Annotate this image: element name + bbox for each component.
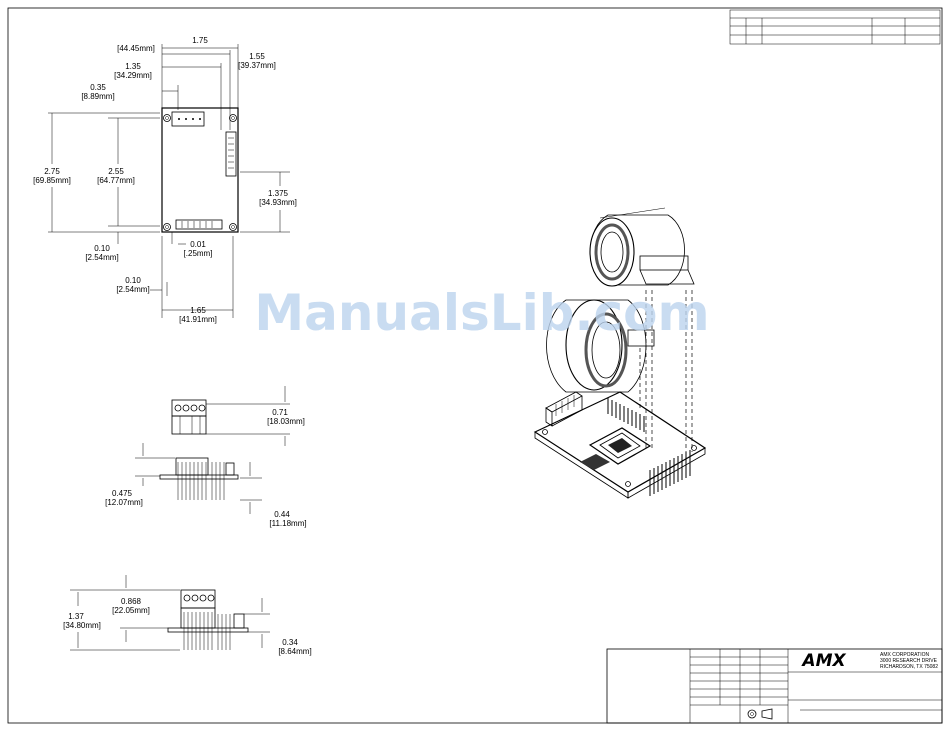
dim-label: 0.475 bbox=[112, 489, 133, 498]
dim-label: [39.37mm] bbox=[238, 61, 276, 70]
ribbon-cable-coil-lower bbox=[546, 299, 655, 393]
dim-label: 1.375 bbox=[268, 189, 289, 198]
pcb-board-isometric bbox=[533, 391, 707, 499]
mounting-hole bbox=[229, 114, 237, 122]
dim-label: 0.44 bbox=[274, 510, 290, 519]
dim-label: 0.868 bbox=[121, 597, 142, 606]
dim-label: 1.75 bbox=[192, 36, 208, 45]
dim-label: 0.10 bbox=[94, 244, 110, 253]
dim-label: [2.54mm] bbox=[116, 285, 149, 294]
terminal-connector bbox=[171, 111, 205, 127]
projection-symbol bbox=[747, 709, 757, 719]
dim-label: [8.64mm] bbox=[278, 647, 311, 656]
dim-label: 1.35 bbox=[125, 62, 141, 71]
dim-label: 2.75 bbox=[44, 167, 60, 176]
revision-block bbox=[729, 9, 941, 45]
mounting-hole bbox=[163, 223, 171, 231]
mounting-hole bbox=[163, 114, 171, 122]
mounting-hole bbox=[229, 223, 237, 231]
pin-header-rear bbox=[607, 398, 645, 432]
ribbon-cable-coil-upper bbox=[589, 207, 695, 287]
header-connector-horizontal bbox=[175, 219, 223, 230]
dim-label: 1.65 bbox=[190, 306, 206, 315]
side-view-1 bbox=[135, 386, 290, 514]
dim-label: [11.18mm] bbox=[269, 519, 306, 528]
dim-label: [12.07mm] bbox=[105, 498, 143, 507]
dim-label: 1.55 bbox=[249, 52, 265, 61]
dim-label: 0.10 bbox=[125, 276, 141, 285]
isometric-assembly bbox=[533, 207, 707, 499]
dim-label: [34.80mm] bbox=[63, 621, 101, 630]
dim-label: [8.89mm] bbox=[81, 92, 114, 101]
ic-component bbox=[580, 454, 610, 470]
dim-label: [34.93mm] bbox=[259, 198, 297, 207]
dim-label: [64.77mm] bbox=[97, 176, 135, 185]
sheet-border bbox=[7, 7, 943, 724]
dim-label: [2.54mm] bbox=[85, 253, 118, 262]
dim-label: 1.37 bbox=[68, 612, 84, 621]
header-connector-vertical bbox=[225, 131, 237, 177]
pin-header-front bbox=[649, 450, 691, 496]
company-name: AMX CORPORATION bbox=[880, 652, 929, 658]
side-view-2 bbox=[70, 575, 270, 651]
watermark: ManualsLib.com bbox=[254, 284, 709, 342]
dim-label: [.25mm] bbox=[184, 249, 213, 258]
amx-logo: AMX bbox=[800, 651, 846, 671]
dim-label: [44.45mm] bbox=[117, 44, 155, 53]
company-city: RICHARDSON, TX 75082 bbox=[880, 664, 938, 670]
dim-label: [18.03mm] bbox=[267, 417, 305, 426]
board-outline bbox=[161, 107, 239, 233]
company-address: 3000 RESEARCH DRIVE bbox=[880, 658, 938, 664]
dim-label: [69.85mm] bbox=[33, 176, 71, 185]
dim-label: [41.91mm] bbox=[179, 315, 217, 324]
title-block bbox=[606, 648, 943, 724]
chip-socket bbox=[588, 427, 652, 465]
top-view bbox=[48, 44, 290, 318]
dim-label: 0.34 bbox=[282, 638, 298, 647]
dim-label: [34.29mm] bbox=[114, 71, 152, 80]
dim-label: 0.01 bbox=[190, 240, 206, 249]
dim-label: 0.35 bbox=[90, 83, 106, 92]
dim-label: 0.71 bbox=[272, 408, 288, 417]
dim-label: 2.55 bbox=[108, 167, 124, 176]
dim-label: [22.05mm] bbox=[112, 606, 150, 615]
chip bbox=[608, 438, 632, 453]
pcb-edge bbox=[159, 474, 239, 480]
